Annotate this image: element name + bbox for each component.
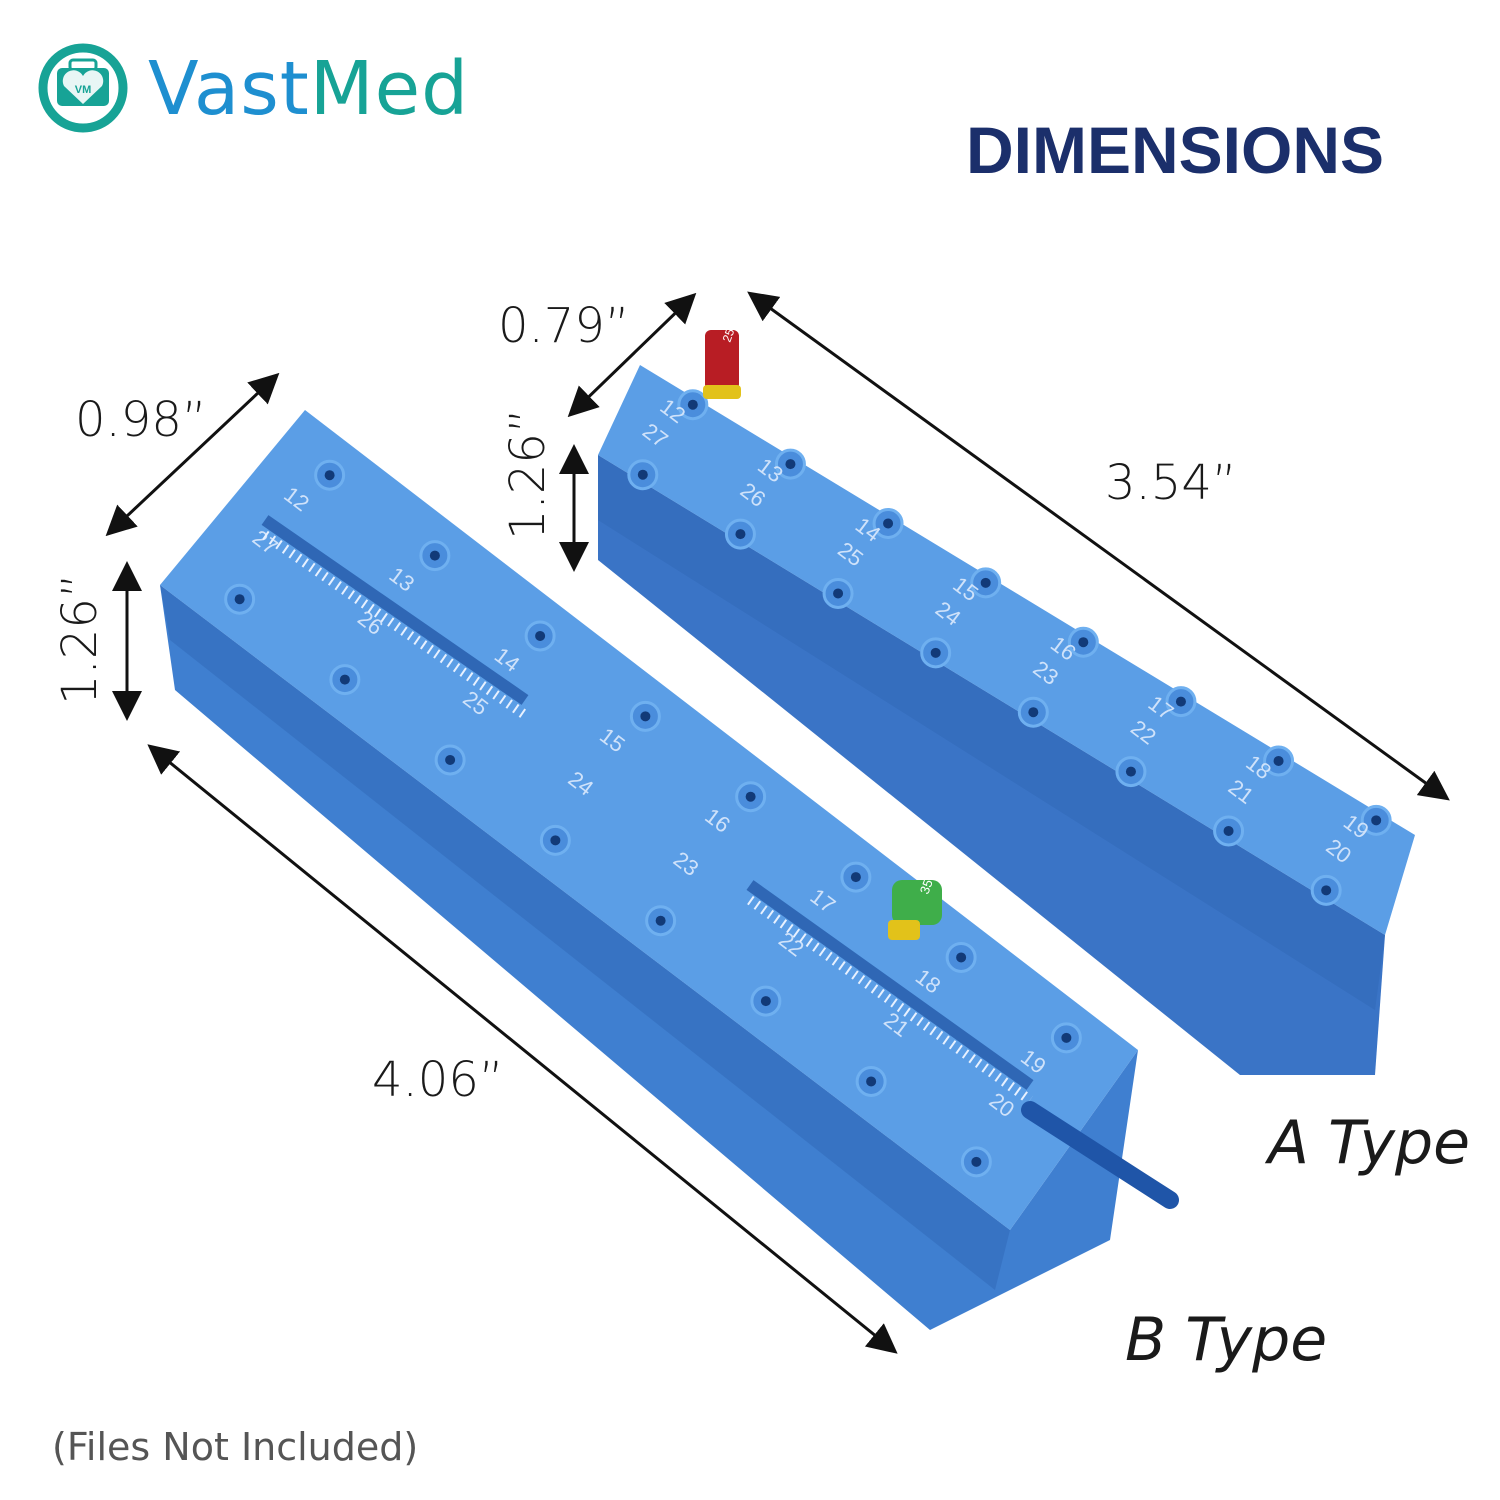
- file-hole-center: [1223, 825, 1234, 836]
- file-hole-center: [971, 1156, 982, 1167]
- svg-text:35: 35: [917, 877, 936, 896]
- file-hole-center: [956, 952, 967, 963]
- b-length-label: 4.06”: [372, 1052, 504, 1108]
- file-hole-center: [655, 915, 666, 926]
- file-hole-center: [1371, 815, 1382, 826]
- file-hole-center: [1028, 707, 1039, 718]
- file-hole-center: [760, 996, 771, 1007]
- file-hole-center: [833, 588, 844, 599]
- file-hole-center: [1321, 885, 1332, 896]
- green-file-handle-icon: 35: [888, 877, 942, 940]
- files-not-included-note: (Files Not Included): [52, 1425, 419, 1469]
- svg-text:25: 25: [720, 326, 738, 344]
- a-type-label: A Type: [1268, 1108, 1471, 1178]
- file-hole-center: [930, 647, 941, 658]
- brand-logo-wordmark: VastMed: [148, 46, 469, 132]
- b-height-label: 1.26”: [52, 573, 108, 705]
- file-hole-center: [1061, 1032, 1072, 1043]
- dimension-arrows: [105, 291, 1450, 1354]
- brand-part1: Vast: [148, 46, 310, 132]
- a-width-label: 0.79”: [498, 298, 630, 354]
- a-length-label: 3.54”: [1105, 455, 1237, 511]
- svg-text:VM: VM: [75, 84, 92, 96]
- red-file-handle-icon: 25: [703, 326, 741, 399]
- file-hole-center: [637, 469, 648, 480]
- vastmed-logo-icon: VM: [38, 43, 128, 133]
- file-hole-center: [234, 594, 245, 605]
- b-width-label: 0.98”: [75, 392, 207, 448]
- file-hole-center: [735, 529, 746, 540]
- file-hole-center: [429, 550, 440, 561]
- file-hole-center: [866, 1076, 877, 1087]
- file-hole-center: [535, 630, 546, 641]
- a-height-label: 1.26”: [500, 408, 556, 540]
- file-hole-center: [324, 470, 335, 481]
- file-hole-center: [339, 674, 350, 685]
- file-hole-center: [550, 835, 561, 846]
- file-hole-center: [640, 711, 651, 722]
- brand-part2: Med: [309, 46, 470, 132]
- page-title: DIMENSIONS: [966, 113, 1385, 187]
- b-type-label: B Type: [1125, 1305, 1328, 1375]
- file-hole-center: [1125, 766, 1136, 777]
- file-hole-center: [850, 872, 861, 883]
- file-hole-center: [745, 791, 756, 802]
- file-hole-center: [445, 754, 456, 765]
